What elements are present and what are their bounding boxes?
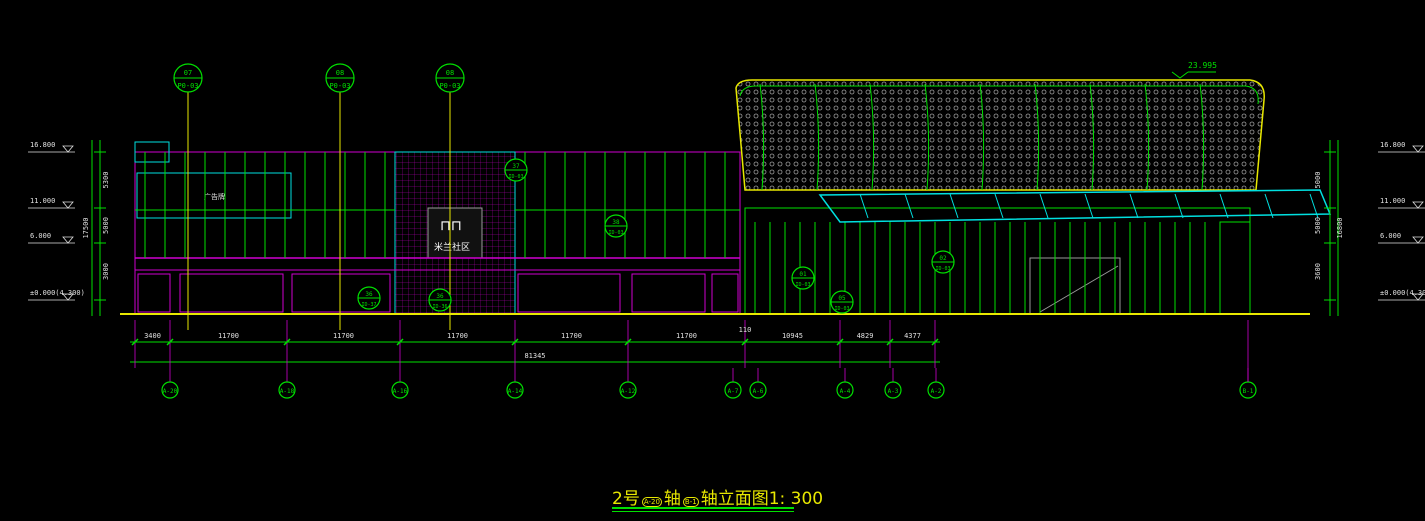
callout-ref: P0-03 [177,82,198,90]
grid-axes: A-20 A-18 A-16 A-14 A-12 A-7 A-6 A-4 A-3 A-2 B-1 [161,320,1257,399]
grid-axis-label: A-3 [888,388,899,395]
right-height-dim: 5000 [1314,172,1322,189]
left-total-height: 17500 [82,217,90,238]
grid-axis-label: A-4 [840,388,851,395]
grid-axis-label: A-2 [931,388,942,395]
facade-callout-ref: ID-03 [508,174,523,180]
left-level-label: 11.000 [30,197,55,205]
facade-callout-ref: ID-03 [935,266,950,272]
facade-callout-number: 01 [799,271,807,278]
facade-callout-ref: ID-03 [795,282,810,288]
grid-axis-label: B-1 [1243,388,1254,395]
left-facade: 广告牌 ⊓⊓ 米兰社区 [134,141,741,315]
width-dim: 11700 [447,332,468,340]
grid-axis-bubble [724,381,742,399]
grid-axis-label: A-6 [753,388,764,395]
left-level-label: 6.000 [30,232,51,240]
grid-axis-label: A-12 [621,388,636,395]
roof-volume: 23.995 [735,61,1265,191]
right-height-dim: 3600 [1314,263,1322,280]
right-level-label: ±0.000(4.300) [1380,289,1425,297]
callouts-facade: 37ID-0338ID-0301ID-0302ID-0305ID-0336ID-… [357,158,955,314]
total-width-dim: 81345 [524,352,545,360]
width-dim: 11700 [333,332,354,340]
grid-axis-bubble [884,381,902,399]
title-mid: 轴 [663,489,681,509]
title-underline [612,507,794,509]
grid-axis-bubble [749,381,767,399]
dimension-strings: 3400 11700 11700 11700 11700 11700 10945 4829 43… [130,320,940,368]
right-height-dim: 5000 [1314,217,1322,234]
left-height-dim: 3000 [102,263,110,280]
width-dim: 11700 [561,332,582,340]
billboard-label: 广告牌 [204,192,225,201]
width-dim: 11700 [218,332,239,340]
facade-callout-number: 05 [838,295,846,302]
grid-axis-bubble [278,381,296,399]
width-dim: 3400 [144,332,161,340]
width-dim: 11700 [676,332,697,340]
callout-number: 08 [336,69,344,77]
right-level-label: 16.800 [1380,141,1405,149]
title-underline-thin [612,511,794,512]
width-dim: 10945 [782,332,803,340]
facade-callout-ref: ID-37 [361,302,376,308]
left-height-dim: 5300 [102,172,110,189]
facade-callout-number: 37 [512,163,520,170]
grid-axis-label: A-7 [728,388,739,395]
grid-axis-bubble [927,381,945,399]
facade-callout-number: 38 [612,219,620,226]
left-height-dim: 5000 [102,217,110,234]
title-axis-b: B-1 [682,497,699,507]
small-dim: 110 [739,326,752,334]
title-prefix: 2号 [612,489,640,509]
grid-axis-bubble [161,381,179,399]
title-tail: 轴立面图1: 300 [700,489,824,509]
grid-axis-label: A-20 [163,388,178,395]
callout-ref: P0-03 [329,82,350,90]
left-level-label: ±0.000(4.300) [30,289,85,297]
logo-text: 米兰社区 [434,241,470,253]
facade-callout-number: 36 [436,293,444,300]
facade-callout-number: 36 [365,291,373,298]
svg-text:⊓⊓: ⊓⊓ [440,218,462,234]
right-total-height: 16800 [1336,217,1344,238]
grid-axis-label: A-18 [280,388,295,395]
right-level-label: 6.000 [1380,232,1401,240]
callout-number: 08 [446,69,454,77]
top-elevation-label: 23.995 [1188,61,1217,70]
facade-callout-ref: ID-03 [608,230,623,236]
grid-axis-bubble [619,381,637,399]
grid-axis-bubble [391,381,409,399]
callout-ref: P0-03 [439,82,460,90]
title-axis-a: A-20 [641,497,662,507]
grid-axis-bubble [836,381,854,399]
callout-number: 07 [184,69,192,77]
left-level-label: 16.800 [30,141,55,149]
width-dim: 4829 [857,332,874,340]
levels-left: 16.800 5300 11.000 5000 6.000 3000 ±0.000(4.30… [28,140,110,316]
facade-callout-number: 02 [939,255,947,262]
right-level-label: 11.000 [1380,197,1405,205]
grid-axis-label: A-14 [508,388,523,395]
levels-right: 16.800 5000 11.000 5000 6.000 3600 ±0.000(4.30… [1314,140,1425,316]
facade-callout-ref: ID-36 [432,304,447,310]
width-dim: 4377 [904,332,921,340]
facade-callout-ref: ID-03 [834,306,849,312]
grid-axis-bubble [506,381,524,399]
grid-axis-label: A-16 [393,388,408,395]
